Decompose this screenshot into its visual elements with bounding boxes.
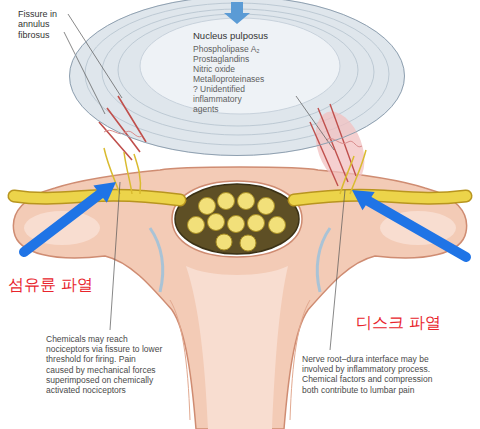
- annulus-fibrosus: [69, 0, 405, 156]
- load-arrow: [224, 2, 250, 24]
- pointer-arrow: [24, 194, 100, 252]
- leader-line: [110, 182, 120, 330]
- pointer-arrow: [369, 201, 466, 257]
- nucleus-pulposus: [140, 18, 340, 114]
- facet-cartilage: [150, 228, 163, 292]
- capillary: [104, 130, 142, 137]
- agent-name: ? Unidentified inflammatory agents: [193, 84, 267, 114]
- korean-callout: 섬유륜 파열: [8, 275, 93, 294]
- annotation-note: Nerve root–dura interface may be involve…: [302, 354, 436, 395]
- nerve-rootlet: [258, 198, 275, 215]
- nociceptor-fiber: [340, 150, 366, 194]
- nerve-rootlet: [208, 214, 225, 231]
- korean-callout: 디스크 파열: [356, 313, 441, 332]
- disc-tear-region: [306, 105, 373, 191]
- nerve-root-outline: [294, 195, 466, 200]
- korean-callout: 디스크 파열: [356, 313, 441, 332]
- disc-fissure: [310, 104, 356, 186]
- disc-body: Nucleus pulposusPhospholipase A₂Prostagl…: [69, 0, 405, 156]
- nerve-rootlet: [238, 193, 255, 210]
- vertebral-arch: [13, 167, 466, 429]
- nerve-rootlet: [240, 235, 256, 251]
- annulus-lamella: [118, 14, 358, 126]
- cortex-line: [170, 300, 190, 420]
- agent-name: Metalloproteinases: [193, 74, 289, 84]
- annulus-fissure: [99, 96, 146, 160]
- agent-name: Prostaglandins: [193, 54, 289, 64]
- annotation-note: Chemicals may reach nociceptors via fiss…: [46, 334, 164, 395]
- annotation-label: Fissure in annulus fibrosus: [18, 9, 82, 40]
- agent-name: Nitric oxide: [193, 64, 289, 74]
- annotation-note: Chemicals may reach nociceptors via fiss…: [46, 334, 164, 395]
- nerve-rootlet: [216, 234, 232, 250]
- leader-line: [296, 96, 334, 150]
- disc-outline: [70, 0, 405, 156]
- agent-name: Phospholipase A₂: [193, 44, 289, 54]
- annotation-note: Nerve root–dura interface may be involve…: [302, 354, 436, 395]
- capillary: [326, 138, 362, 146]
- pointer-arrowhead: [352, 190, 375, 210]
- nerve-rootlet: [218, 193, 235, 210]
- nerve-rootlet: [188, 217, 205, 234]
- korean-callout: 섬유륜 파열: [8, 275, 93, 294]
- nerve-rootlet: [269, 217, 286, 234]
- nerve-rootlet: [199, 198, 216, 215]
- annotation-label: Fissure in annulus fibrosus: [18, 9, 82, 40]
- spinous-process-core: [186, 266, 288, 429]
- nerve-root: [294, 195, 466, 200]
- facet-cartilage: [317, 228, 330, 292]
- nerve-rootlet: [248, 215, 265, 232]
- leader-line: [64, 32, 105, 114]
- structure-name: Nucleus pulposus: [193, 30, 289, 41]
- leader-line: [330, 190, 345, 350]
- nerve-rootlet: [228, 216, 245, 233]
- pointer-arrowhead: [93, 182, 116, 203]
- text-column: Nucleus pulposusPhospholipase A₂Prostagl…: [193, 30, 289, 115]
- dural-sac: [175, 184, 299, 254]
